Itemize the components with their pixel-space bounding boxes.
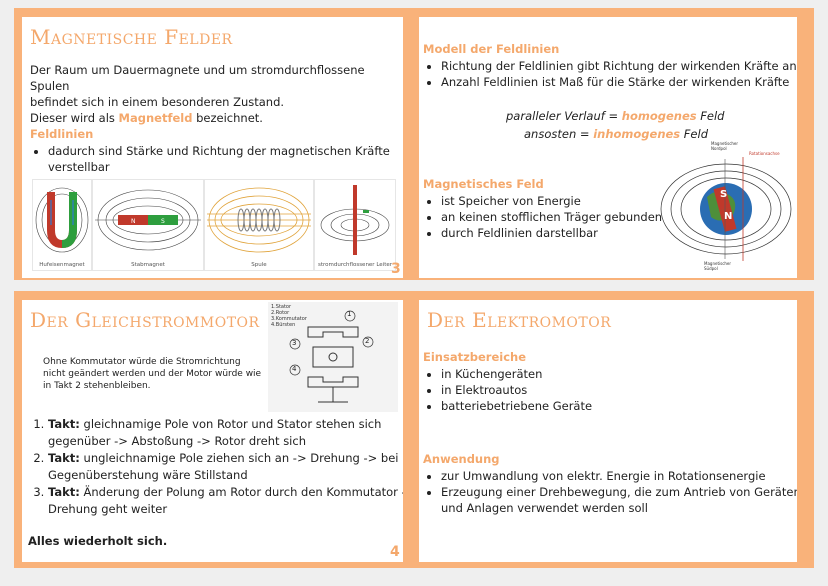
caption-hufeisenmagnet: Hufeisenmagnet [39, 262, 85, 268]
earth-label-n: N [724, 211, 733, 222]
magfeld-heading: Magnetisches Feld [423, 177, 544, 191]
dc-motor-icon [289, 310, 374, 403]
page-title: Der Gleichstrommotor [30, 308, 260, 332]
anwendung-list: zur Umwandlung von elektr. Energie in Ro… [423, 468, 797, 516]
caption-leiter: stromdurchflossener Leiter [317, 262, 393, 268]
elektromotor-panel: Der Elektromotor Einsatzbereiche in Küch… [419, 300, 797, 562]
einsatz-list: in Küchengeräten in Elektroautos batteri… [423, 366, 741, 414]
list-item: an keinen stofflichen Träger gebunden [441, 209, 681, 225]
takt-step: Takt: gleichnamige Pole von Rotor und St… [48, 416, 403, 450]
leiter-figure: stromdurchflossener Leiter [314, 179, 396, 271]
list-item: Richtung der Feldlinien gibt Richtung de… [441, 58, 797, 74]
list-item: zur Umwandlung von elektr. Energie in Ro… [441, 468, 797, 484]
page-number: 3 [391, 261, 401, 277]
svg-text:N: N [131, 218, 136, 225]
takt-steps: Takt: gleichnamige Pole von Rotor und St… [28, 416, 403, 518]
intro-line-1: Der Raum um Dauermagnete und um stromdur… [30, 63, 365, 93]
anwendung-heading: Anwendung [423, 452, 500, 466]
closing-line: Alles wiederholt sich. [28, 534, 168, 548]
conductor-icon [320, 185, 390, 255]
hufeisenmagnet-figure: Hufeisenmagnet [32, 179, 92, 271]
ansosten-post: Feld [680, 127, 708, 141]
takt-text: Änderung der Polung am Rotor durch den K… [48, 485, 403, 516]
list-item: in Elektroautos [441, 382, 741, 398]
list-item: in Küchengeräten [441, 366, 741, 382]
caption-stabmagnet: Stabmagnet [131, 262, 165, 268]
inhomogenes-highlight: inhomogenes [593, 127, 681, 141]
spule-figure: Spule [204, 179, 314, 271]
magfeld-list: ist Speicher von Energie an keinen stoff… [423, 193, 681, 241]
takt-step: Takt: ungleichnamige Pole ziehen sich an… [48, 450, 403, 484]
ansosten-pre: ansosten = [524, 127, 594, 141]
svg-text:S: S [161, 218, 165, 225]
list-item: batteriebetriebene Geräte [441, 398, 741, 414]
stabmagnet-figure: N S Stabmagnet [92, 179, 204, 271]
legend-item: 1.Stator [271, 304, 292, 310]
motor-number: 1 [347, 310, 352, 318]
modell-heading: Modell der Feldlinien [423, 42, 560, 56]
parallel-pre: paralleler Verlauf = [506, 109, 622, 123]
intro-post: bezeichnet. [192, 111, 263, 125]
kommutator-note: Ohne Kommutator würde die Stromrichtung … [43, 357, 262, 391]
takt-text: ungleichnamige Pole ziehen sich an -> Dr… [48, 451, 399, 482]
list-item: Erzeugung einer Drehbewegung, die zum An… [441, 484, 797, 516]
magnetfeld-highlight: Magnetfeld [118, 111, 193, 125]
takt-step: Takt: Änderung der Polung am Rotor durch… [48, 484, 403, 518]
parallel-post: Feld [696, 109, 725, 123]
earth-label-south: Magnetischer Südpol [704, 261, 732, 271]
feldlinien-modell-panel: Modell der Feldlinien Richtung der Feldl… [419, 17, 797, 278]
legend-item: 4.Bürsten [271, 322, 296, 328]
list-item: dadurch sind Stärke und Richtung der mag… [48, 143, 398, 175]
list-item: Anzahl Feldlinien ist Maß für die Stärke… [441, 74, 797, 90]
feldlinien-list: dadurch sind Stärke und Richtung der mag… [30, 143, 398, 175]
gleichstrommotor-panel: Der Gleichstrommotor 1.Stator 2.Rotor 3.… [22, 300, 403, 562]
legend-item: 2.Rotor [271, 310, 290, 316]
earth-label-north: Magnetischer Nordpol [711, 141, 739, 151]
parallel-line: paralleler Verlauf = homogenes Feld [506, 108, 724, 124]
motor-number: 4 [292, 365, 297, 373]
page-title: Magnetische Felder [30, 25, 233, 49]
motor-diagram: 1.Stator 2.Rotor 3.Kommutator 4.Bürsten … [268, 302, 398, 412]
list-item: durch Feldlinien darstellbar [441, 225, 681, 241]
earth-label-axis: Rotationsachse [749, 151, 780, 156]
feldlinien-heading: Feldlinien [30, 127, 94, 141]
takt-label: Takt: [48, 451, 80, 465]
motor-number: 3 [292, 339, 297, 347]
coil-icon [207, 187, 311, 253]
page-title: Der Elektromotor [427, 308, 612, 332]
intro-text: Der Raum um Dauermagnete und um stromdur… [30, 62, 400, 126]
earth-magnet-icon [660, 157, 792, 261]
modell-list: Richtung der Feldlinien gibt Richtung de… [423, 58, 797, 90]
earth-label-s: S [720, 189, 728, 200]
homogenes-highlight: homogenes [621, 109, 697, 123]
takt-text: gleichnamige Pole von Rotor und Stator s… [48, 417, 382, 448]
magnetische-felder-panel: Magnetische Felder Der Raum um Dauermagn… [22, 17, 403, 278]
caption-spule: Spule [251, 262, 267, 268]
intro-pre: Dieser wird als [30, 111, 119, 125]
page-number: 4 [390, 544, 400, 560]
list-item: ist Speicher von Energie [441, 193, 681, 209]
motor-number: 2 [365, 337, 370, 345]
takt-label: Takt: [48, 417, 80, 431]
takt-label: Takt: [48, 485, 80, 499]
intro-line-3: Dieser wird als Magnetfeld bezeichnet. [30, 110, 400, 126]
earth-magnetfeld-figure: Magnetischer Nordpol Rotationsachse S N … [659, 139, 794, 274]
motor-legend: 1.Stator 2.Rotor 3.Kommutator 4.Bürsten [271, 304, 307, 328]
horseshoe-magnet-icon [35, 187, 89, 253]
einsatz-heading: Einsatzbereiche [423, 350, 527, 364]
bar-magnet-icon: N S [95, 189, 201, 251]
legend-item: 3.Kommutator [271, 316, 307, 322]
ansosten-line: ansosten = inhomogenes Feld [524, 126, 708, 142]
intro-line-2: befindet sich in einem besonderen Zustan… [30, 95, 285, 109]
